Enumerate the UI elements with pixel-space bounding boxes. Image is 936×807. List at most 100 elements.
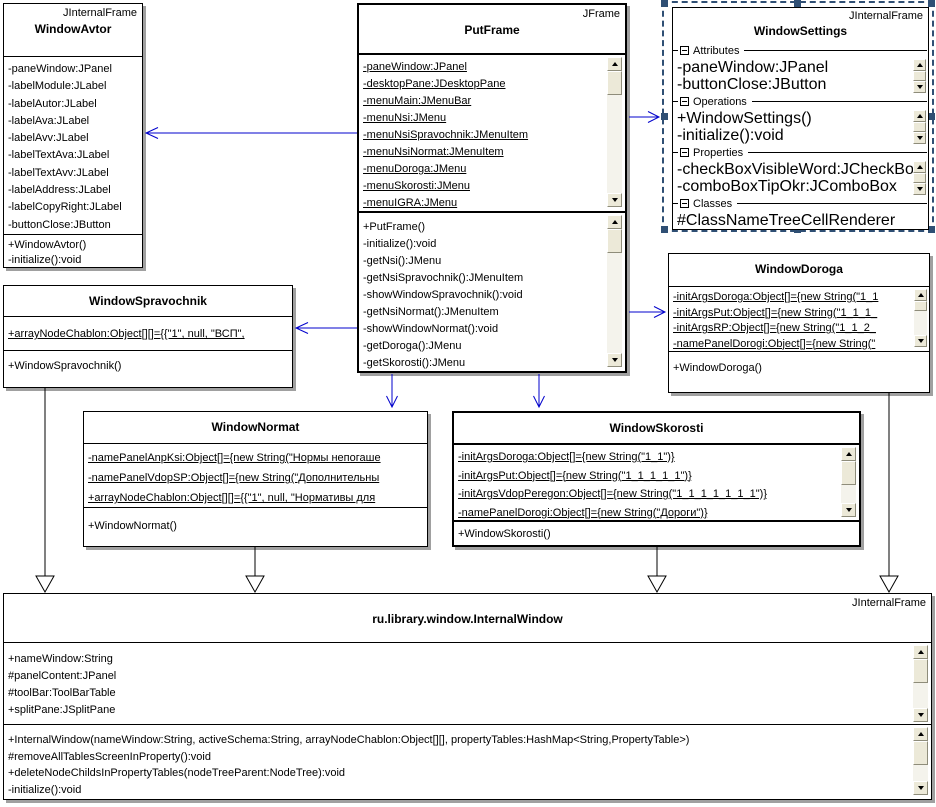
class-box-internal-window[interactable]: JInternalFrame ru.library.window.Interna… — [3, 593, 932, 800]
association-arrow-putframe-to-windowavtor[interactable] — [144, 127, 357, 139]
attribute-row[interactable]: -initArgsDoroga:Object[]={new String("1_… — [458, 451, 675, 463]
attribute-row[interactable]: -namePanelDorogi:Object[]={new String("Д… — [458, 506, 708, 519]
class-box-window-skorosti[interactable]: WindowSkorosti -initArgsDoroga:Object[]=… — [452, 411, 861, 547]
class-name[interactable]: WindowAvtor — [34, 22, 112, 36]
selection-handle[interactable] — [661, 112, 668, 120]
member-row[interactable]: -initialize():void — [677, 127, 784, 144]
attribute-row[interactable]: -labelAddress:JLabel — [8, 184, 111, 197]
class-name[interactable]: PutFrame — [464, 23, 520, 37]
selection-handle[interactable] — [928, 112, 935, 120]
attribute-row[interactable]: -menuNsiNormat:JMenuItem — [363, 146, 504, 158]
selection-handle[interactable] — [928, 0, 935, 7]
attribute-row[interactable]: #panelContent:JPanel — [8, 670, 117, 682]
attribute-row[interactable]: -initArgsVdopPeregon:Object[]={new Strin… — [458, 488, 767, 500]
scrollbar[interactable] — [841, 447, 856, 517]
scroll-down-icon[interactable] — [913, 81, 926, 93]
generalization-windowskorosti-to-internalwindow[interactable] — [647, 547, 667, 594]
operation-row[interactable]: -getDoroga():JMenu — [363, 340, 462, 352]
scrollbar-thumb[interactable] — [913, 659, 928, 683]
generalization-windowspravochnik-to-internalwindow[interactable] — [35, 388, 55, 594]
operation-row[interactable]: +WindowAvtor() — [8, 239, 87, 251]
member-row[interactable]: -paneWindow:JPanel — [677, 59, 829, 76]
attribute-row[interactable]: -paneWindow:JPanel — [8, 63, 112, 75]
attribute-row[interactable]: -namePanelDorogi:Object[]={new String(" — [673, 337, 876, 350]
attribute-row[interactable]: -menuMain:JMenuBar — [363, 95, 472, 107]
scroll-up-icon[interactable] — [914, 289, 927, 301]
operation-row[interactable]: +WindowDoroga() — [673, 362, 762, 374]
scrollbar[interactable] — [914, 289, 927, 347]
attribute-row[interactable]: -menuSkorosti:JMenu — [363, 180, 470, 192]
scroll-up-icon[interactable] — [913, 110, 926, 122]
group-header-attributes[interactable]: Attributes — [673, 42, 928, 59]
class-name[interactable]: WindowDoroga — [755, 262, 843, 276]
operation-row[interactable]: +InternalWindow(nameWindow:String, activ… — [8, 734, 690, 746]
attribute-row[interactable]: -labelCopyRight:JLabel — [8, 201, 122, 214]
attribute-row[interactable]: -desktopPane:JDesktopPane — [363, 78, 506, 90]
scrollbar-thumb[interactable] — [913, 741, 928, 765]
operation-row[interactable]: +WindowSpravochnik() — [8, 360, 122, 372]
class-name[interactable]: WindowNormat — [211, 420, 300, 434]
scroll-up-icon[interactable] — [913, 727, 928, 741]
operation-row[interactable]: -showWindowSpravochnik():void — [363, 289, 523, 301]
scrollbar[interactable] — [607, 215, 622, 367]
scrollbar[interactable] — [913, 645, 928, 722]
association-arrow-putframe-to-windownormat[interactable] — [386, 374, 398, 409]
operation-row[interactable]: +WindowSkorosti() — [458, 528, 551, 540]
collapse-icon[interactable] — [680, 199, 689, 208]
member-row[interactable]: -checkBoxVisibleWord:JCheckBox — [677, 161, 922, 178]
class-box-window-normat[interactable]: WindowNormat -namePanelAnpKsi:Object[]={… — [83, 411, 428, 547]
scrollbar-thumb[interactable] — [841, 461, 856, 485]
scrollbar[interactable] — [913, 727, 928, 795]
attribute-row[interactable]: -namePanelAnpKsi:Object[]={new String("Н… — [88, 452, 381, 464]
attribute-row[interactable]: +arrayNodeChablon:Object[][]={{"1", null… — [8, 328, 245, 340]
selection-handle[interactable] — [928, 226, 935, 233]
attribute-row[interactable]: -labelAvv:JLabel — [8, 132, 89, 145]
association-arrow-putframe-to-windowskorosti[interactable] — [533, 374, 545, 409]
selection-handle[interactable] — [661, 226, 668, 233]
scrollbar-thumb[interactable] — [607, 71, 622, 95]
class-box-window-avtor[interactable]: JInternalFrame WindowAvtor -paneWindow:J… — [3, 3, 143, 268]
attribute-row[interactable]: +nameWindow:String — [8, 653, 113, 665]
scroll-down-icon[interactable] — [607, 193, 622, 207]
scroll-up-icon[interactable] — [913, 645, 928, 659]
group-header-properties[interactable]: Properties — [673, 144, 928, 161]
attribute-row[interactable]: -menuIGRA:JMenu — [363, 197, 458, 209]
class-name[interactable]: WindowSpravochnik — [89, 294, 207, 308]
class-name[interactable]: WindowSkorosti — [609, 421, 704, 435]
attribute-row[interactable]: -initArgsRP:Object[]={new String("1_1_2_ — [673, 322, 876, 334]
attribute-row[interactable]: #toolBar:ToolBarTable — [8, 687, 116, 699]
scrollbar-thumb[interactable] — [607, 229, 622, 253]
scrollbar-thumb[interactable] — [913, 173, 926, 183]
class-name[interactable]: ru.library.window.InternalWindow — [372, 612, 563, 626]
scrollbar[interactable] — [913, 59, 926, 93]
attribute-row[interactable]: -menuNsiSpravochnik:JMenuItem — [363, 129, 529, 141]
scrollbar-track[interactable] — [913, 765, 928, 781]
selection-handle[interactable] — [794, 0, 801, 7]
scroll-down-icon[interactable] — [914, 335, 927, 347]
operation-row[interactable]: +PutFrame() — [363, 221, 426, 233]
selection-frame[interactable] — [661, 0, 935, 233]
collapse-icon[interactable] — [680, 97, 689, 106]
attribute-row[interactable]: +arrayNodeChablon:Object[][]={{"1", null… — [88, 492, 376, 504]
operation-row[interactable]: -initialize():void — [8, 254, 82, 266]
association-arrow-putframe-to-windowsettings[interactable] — [629, 111, 661, 123]
selection-handle[interactable] — [661, 0, 668, 7]
operation-row[interactable]: #removeAllTablesScreenInProperty():void — [8, 750, 211, 763]
attribute-row[interactable]: -paneWindow:JPanel — [363, 61, 467, 73]
scroll-up-icon[interactable] — [607, 57, 622, 71]
scroll-down-icon[interactable] — [841, 503, 856, 517]
attribute-row[interactable]: -labelAva:JLabel — [8, 114, 90, 127]
scrollbar-thumb[interactable] — [914, 301, 927, 311]
member-row[interactable]: -buttonClose:JButton — [677, 76, 827, 93]
member-row[interactable]: #ClassNameTreeCellRenderer — [677, 212, 896, 229]
attribute-row[interactable]: -menuNsi:JMenu — [363, 112, 447, 124]
operation-row[interactable]: -getSkorosti():JMenu — [363, 357, 466, 369]
generalization-windownormat-to-internalwindow[interactable] — [245, 547, 265, 594]
attribute-row[interactable]: -menuDoroga:JMenu — [363, 163, 467, 175]
operation-row[interactable]: -initialize():void — [8, 783, 82, 796]
association-arrow-putframe-to-windowdoroga[interactable] — [629, 306, 667, 318]
attribute-row[interactable]: -initArgsPut:Object[]={new String("1_1_1… — [458, 469, 692, 482]
operation-row[interactable]: +deleteNodeChildsInPropertyTables(nodeTr… — [8, 767, 346, 779]
member-row[interactable]: -comboBoxTipOkr:JComboBox — [677, 178, 897, 195]
scrollbar-track[interactable] — [914, 311, 927, 335]
